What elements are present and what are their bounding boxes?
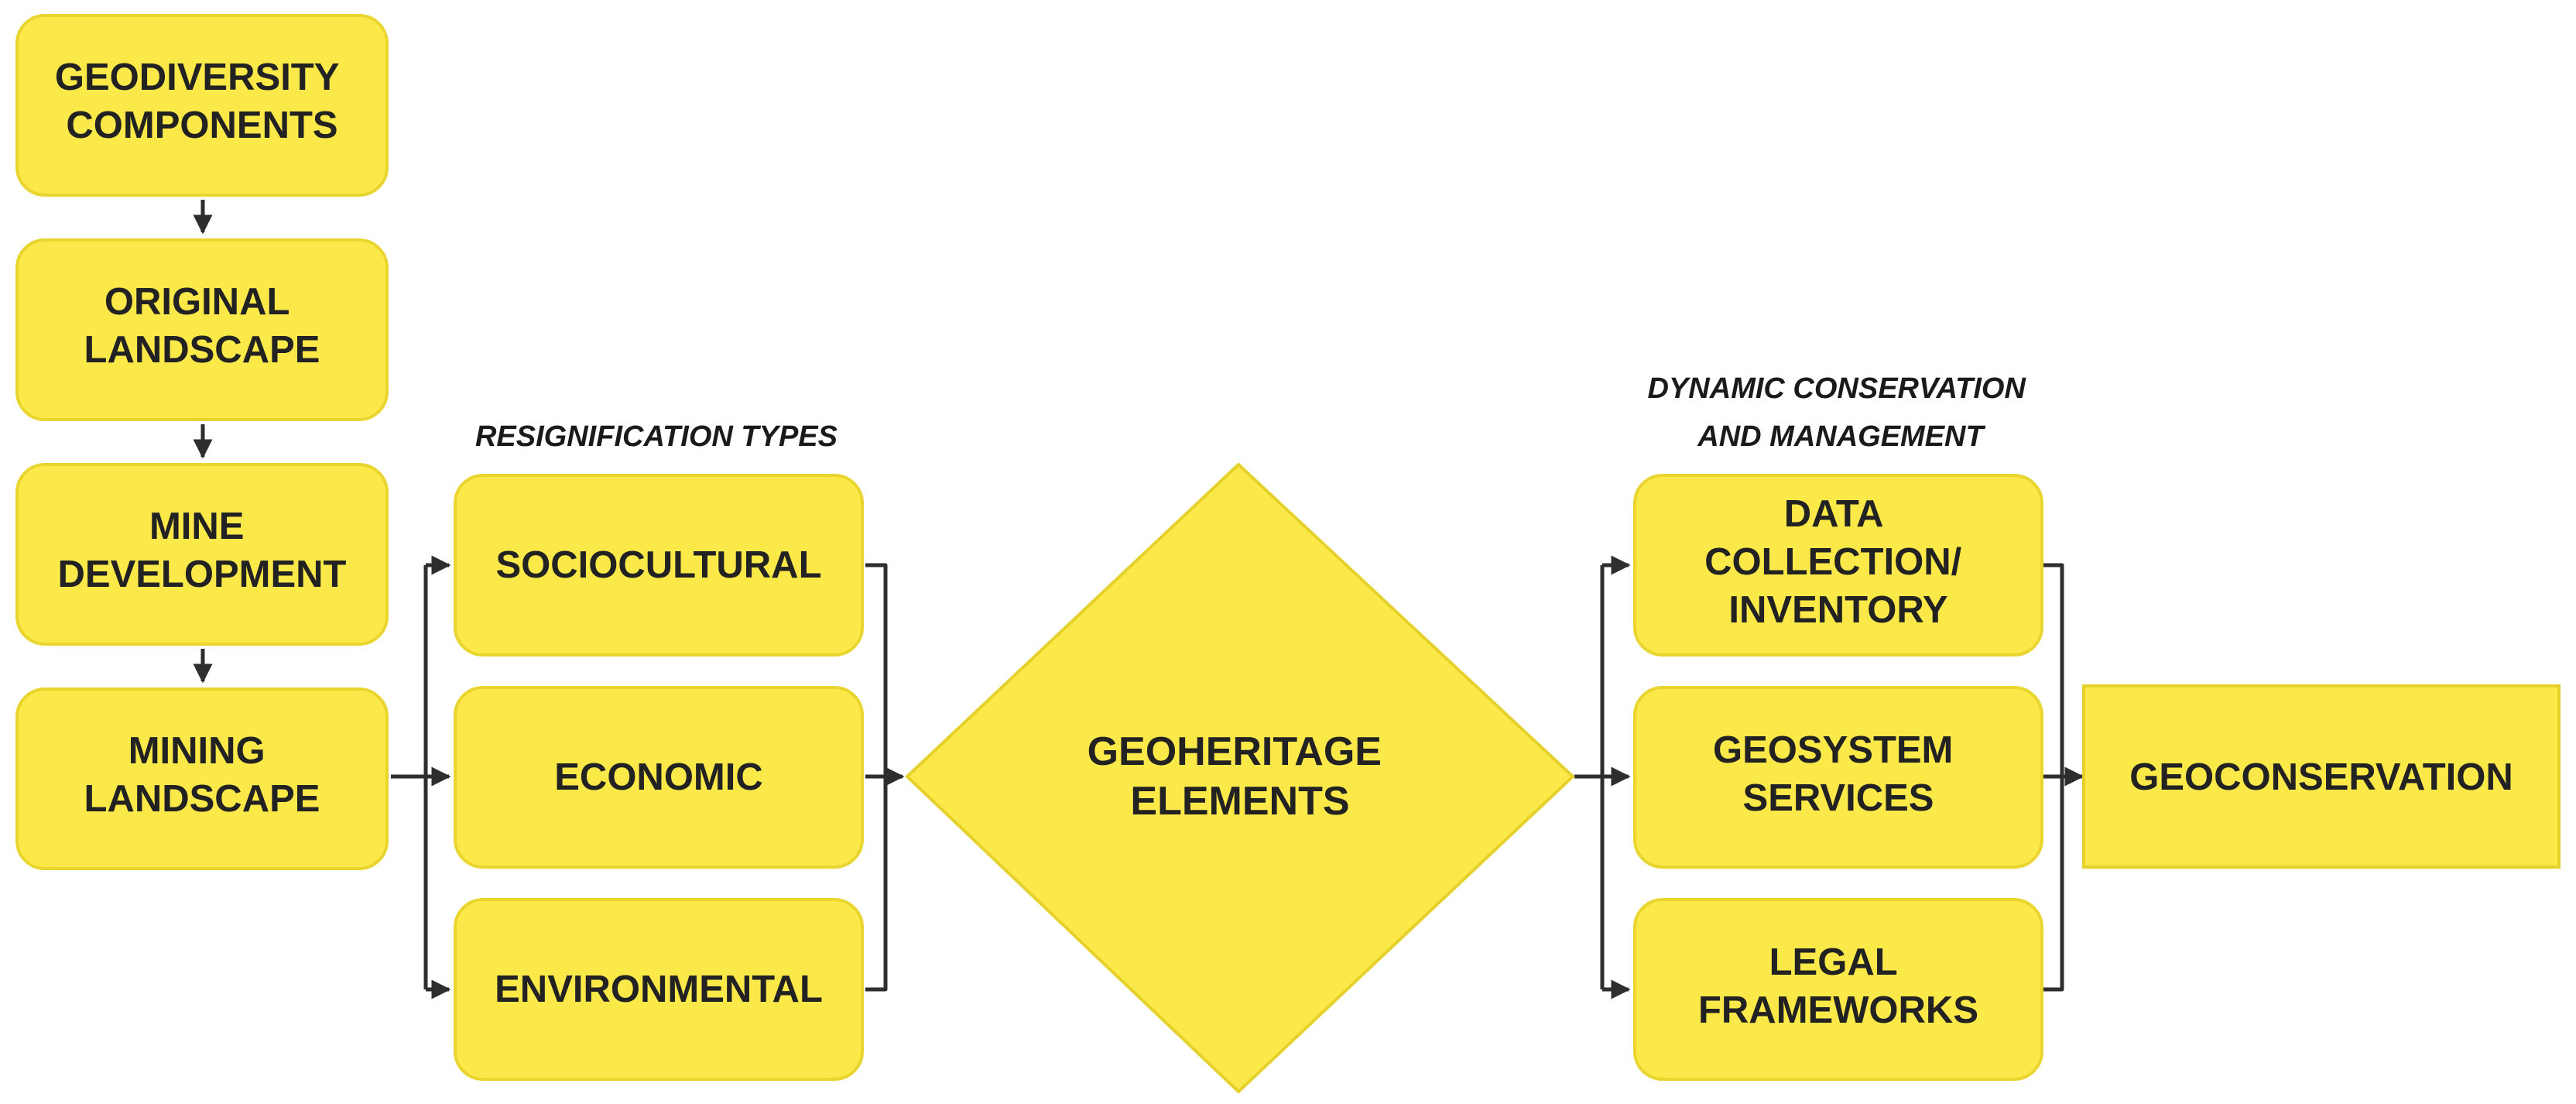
node-geodiversity-components: GEODIVERSITY COMPONENTS bbox=[15, 14, 389, 197]
svg-text:GEOSYSTEM SERVICES: GEOSYSTEM SERVICES bbox=[1713, 729, 1964, 819]
node-environmental: ENVIRONMENTAL bbox=[454, 898, 864, 1081]
svg-text:MINING LANDSCAPE: MINING LANDSCAPE bbox=[84, 730, 320, 820]
node-sociocultural: SOCIOCULTURAL bbox=[454, 474, 864, 657]
branch-geoheritage-to-management bbox=[1574, 565, 1605, 989]
heading-resignification-types: RESIGNIFICATION TYPES bbox=[475, 420, 838, 453]
merge-resignification-to-geoheritage bbox=[865, 563, 888, 992]
node-geoconservation: GEOCONSERVATION bbox=[2082, 684, 2561, 869]
svg-text:MINE DEVELOPMENT: MINE DEVELOPMENT bbox=[58, 506, 347, 595]
node-mining-landscape: MINING LANDSCAPE bbox=[15, 687, 389, 870]
svg-text:GEODIVERSITY COMPONENTS: GEODIVERSITY COMPONENTS bbox=[55, 57, 349, 146]
node-geoheritage-elements: GEOHERITAGE ELEMENTS bbox=[905, 462, 1575, 1094]
node-legal-frameworks: LEGAL FRAMEWORKS bbox=[1633, 898, 2043, 1081]
svg-text:GEOHERITAGE ELEMENTS: GEOHERITAGE ELEMENTS bbox=[1088, 729, 1393, 824]
svg-text:DATA COLLECTION/ I: DATA COLLECTION/ INVENTORY bbox=[1704, 493, 1972, 631]
node-original-landscape: ORIGINAL LANDSCAPE bbox=[15, 238, 389, 421]
svg-text:ORIGINAL LANDSCAPE: ORIGINAL LANDSCAPE bbox=[84, 281, 320, 371]
node-data-collection-inventory: DATA COLLECTION/ INVENTORY bbox=[1633, 474, 2043, 657]
connectors bbox=[193, 200, 2084, 999]
node-geosystem-services: GEOSYSTEM SERVICES bbox=[1633, 686, 2043, 869]
svg-text:ENVIRONMENTAL: ENVIRONMENTAL bbox=[495, 969, 823, 1010]
svg-text:ECONOMIC: ECONOMIC bbox=[554, 756, 763, 798]
heading-dynamic-conservation: DYNAMIC CONSERVATION AND MANAGEMENT bbox=[1648, 372, 2034, 453]
node-mine-development: MINE DEVELOPMENT bbox=[15, 463, 389, 646]
svg-text:SOCIOCULTURAL: SOCIOCULTURAL bbox=[496, 544, 822, 586]
branch-mining-to-resignification bbox=[391, 565, 428, 989]
svg-text:GEOCONSERVATION: GEOCONSERVATION bbox=[2129, 756, 2513, 798]
node-economic: ECONOMIC bbox=[454, 686, 864, 869]
merge-management-to-geoconservation bbox=[2043, 563, 2064, 992]
svg-text:LEGAL FRAMEWORKS: LEGAL FRAMEWORKS bbox=[1698, 941, 1978, 1031]
